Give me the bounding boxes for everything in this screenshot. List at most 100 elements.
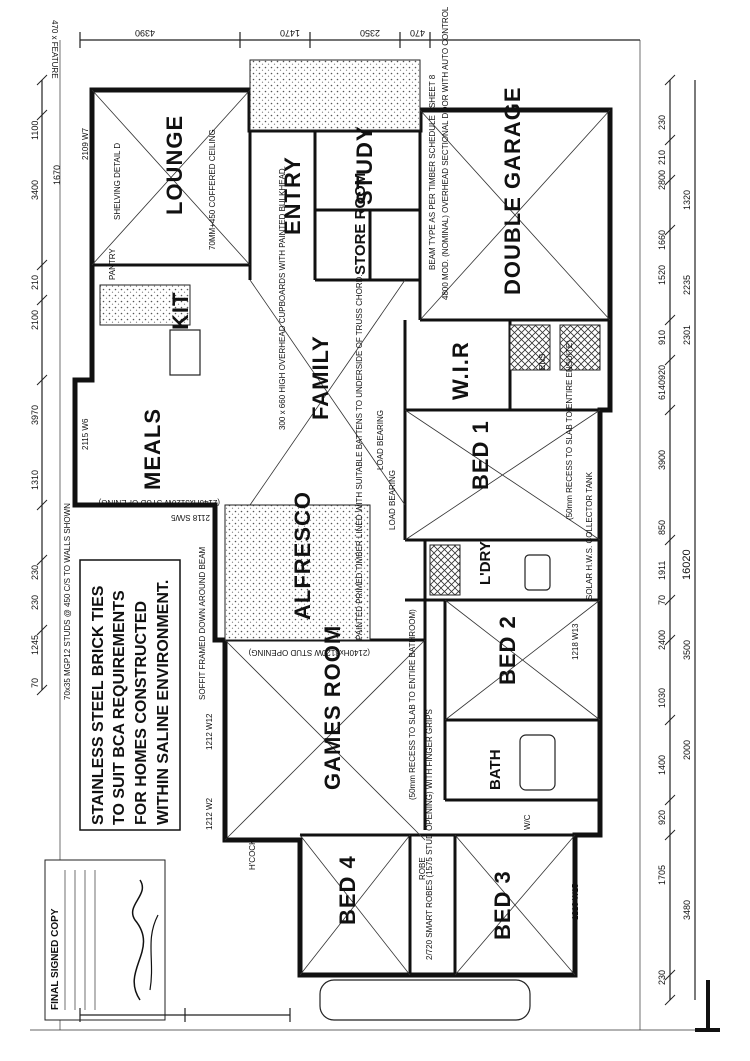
note-stud-opening-1: (2140Hx3120W STUD OPENING) — [98, 498, 220, 507]
warning-line-4: WITHIN SALINE ENVIRONMENT. — [155, 580, 172, 825]
dimension-tick — [36, 374, 48, 386]
dim-top-4: 470 — [410, 28, 425, 38]
dimension-tick — [664, 174, 676, 186]
note-beam: BEAM TYPE AS PER TIMBER SCHEDULE - SHEET… — [428, 74, 437, 270]
wir-tiles — [509, 324, 551, 371]
dim-right-10: 6140 — [657, 380, 667, 400]
note-lounge-ceiling: 70MM+450 COFFERED CEILING — [208, 129, 217, 250]
room-labels: LOUNGE KIT MEALS FAMILY ENTRY STUDY STOR… — [140, 86, 547, 940]
dim-right-7: 1520 — [657, 265, 667, 285]
portico-slab — [249, 59, 421, 131]
dimension-tick — [664, 354, 676, 366]
dim-right-11: 920 — [657, 365, 667, 380]
tag-w12: 1212 W12 — [205, 713, 214, 750]
dim-right-5: 2235 — [682, 275, 692, 295]
room-kit: KIT — [168, 292, 193, 330]
room-study: STUDY — [352, 125, 377, 205]
dim-right-8: 910 — [657, 330, 667, 345]
dim-right-2: 2800 — [657, 170, 667, 190]
note-stud-wall: 70x35 MGP12 STUDS @ 450 C/S TO WALLS SHO… — [63, 503, 72, 700]
signature — [132, 879, 145, 1001]
dimension-tick — [664, 534, 676, 546]
note-hws: SOLAR H.W.S. COLLECTOR TANK — [585, 471, 594, 600]
dim-right-12: 3900 — [657, 450, 667, 470]
room-bed3: BED 3 — [490, 870, 515, 940]
laundry-tiles — [429, 544, 461, 596]
note-stud-opening-2: (2140Hx3120W STUD OPENING) — [248, 648, 370, 657]
room-bed2: BED 2 — [495, 615, 520, 685]
note-pantry: PANTRY — [108, 248, 117, 280]
dim-right-4: 1320 — [682, 190, 692, 210]
tag-w15: 1218 W15 — [571, 883, 580, 920]
dimension-tick — [664, 224, 676, 236]
kitchen-bench — [99, 284, 191, 326]
note-hcock: H'COCK — [248, 839, 257, 870]
spa-bath-front — [319, 979, 531, 1021]
top-dimension-chain: 4390 2350 1470 470 470 x FEATURE — [50, 20, 640, 79]
warning-line-3: FOR HOMES CONSTRUCTED — [133, 601, 150, 825]
dim-left-1: 1100 — [30, 121, 40, 140]
meals-bench — [169, 329, 201, 376]
room-alfresco: ALFRESCO — [290, 491, 315, 620]
dim-overall: 16020 — [681, 549, 693, 580]
dim-left-2: 3400 — [30, 180, 40, 200]
note-garage-door: 4800 MOD. (NOMINAL) OVERHEAD SECTIONAL D… — [441, 6, 450, 300]
dimension-tick — [36, 499, 48, 511]
bathtub — [519, 734, 556, 791]
dim-right-24: 230 — [657, 970, 667, 985]
note-alfresco: PAINTED PRIMED TIMBER LINED WITH SUITABL… — [355, 274, 364, 640]
dim-top-1: 4390 — [135, 28, 155, 38]
tag-w7: 2109 W7 — [81, 127, 90, 160]
note-soffit: SOFFIT FRAMED DOWN AROUND BEAM — [198, 546, 207, 700]
dim-left-10: 230 — [30, 595, 40, 610]
dimension-tick — [36, 554, 48, 566]
final-copy-title: FINAL SIGNED COPY — [50, 908, 61, 1010]
room-garage: DOUBLE GARAGE — [500, 86, 525, 295]
dim-left-6: 3970 — [30, 405, 40, 425]
dim-right-19: 1400 — [657, 755, 667, 775]
note-shelving: SHELVING DETAIL D — [113, 143, 122, 220]
room-games: GAMES ROOM — [320, 625, 345, 790]
dim-right-14: 1911 — [657, 561, 667, 580]
dimension-tick — [664, 134, 676, 146]
ensuite-tiles — [559, 324, 601, 371]
room-lounge: LOUNGE — [162, 115, 187, 215]
warning-line-2: TO SUIT BCA REQUIREMENTS — [111, 590, 128, 825]
dim-top-3: 1470 — [280, 28, 300, 38]
dimension-tick — [664, 314, 676, 326]
final-signed-copy-stamp: FINAL SIGNED COPY — [44, 859, 166, 1021]
dimension-tick — [36, 74, 48, 86]
dim-right-16: 2400 — [657, 630, 667, 650]
dim-left-3: 1670 — [52, 165, 62, 185]
dim-right-9: 2301 — [682, 325, 692, 345]
tag-w2: 1212 W2 — [205, 797, 214, 830]
dim-left-11: 70 — [30, 678, 40, 688]
note-family-overhead: 300 x 660 HIGH OVERHEAD CUPBOARDS WITH P… — [278, 166, 287, 430]
dimension-tick — [664, 969, 676, 981]
dim-right-6: 1660 — [657, 230, 667, 250]
dim-right-22: 1705 — [657, 865, 667, 885]
room-entry: ENTRY — [280, 156, 305, 235]
alfresco-slab — [224, 504, 371, 641]
tag-w13: 1218 W13 — [571, 623, 580, 660]
dim-right-1: 230 — [657, 115, 667, 130]
dimension-tick — [664, 74, 676, 86]
window-schedule-tags: 1218 W13 1218 W15 1212 W12 1212 W2 2115 … — [81, 127, 580, 920]
room-ldry: L'DRY — [477, 541, 494, 585]
bottom-reference-ticks — [79, 1008, 291, 1022]
hws-unit — [524, 554, 551, 591]
note-slab-bath: (50mm RECESS TO SLAB TO ENTIRE BATHROOM) — [408, 609, 417, 800]
room-bath: BATH — [487, 749, 504, 790]
dim-left-5: 210 — [30, 275, 40, 290]
dim-right-23: 3480 — [682, 900, 692, 920]
dim-right-15: 70 — [657, 595, 667, 605]
right-dimension-chain: 230 2800 210 1320 2235 1660 1520 910 230… — [657, 74, 696, 1006]
dim-left-8: 230 — [30, 565, 40, 580]
dimension-tick — [36, 259, 48, 271]
dimension-tick — [36, 684, 48, 696]
tag-w6: 2115 W6 — [81, 418, 90, 450]
dimension-tick — [36, 109, 48, 121]
note-load-bearing-1: LOAD BEARING — [376, 410, 385, 470]
dimension-tick — [36, 624, 48, 636]
